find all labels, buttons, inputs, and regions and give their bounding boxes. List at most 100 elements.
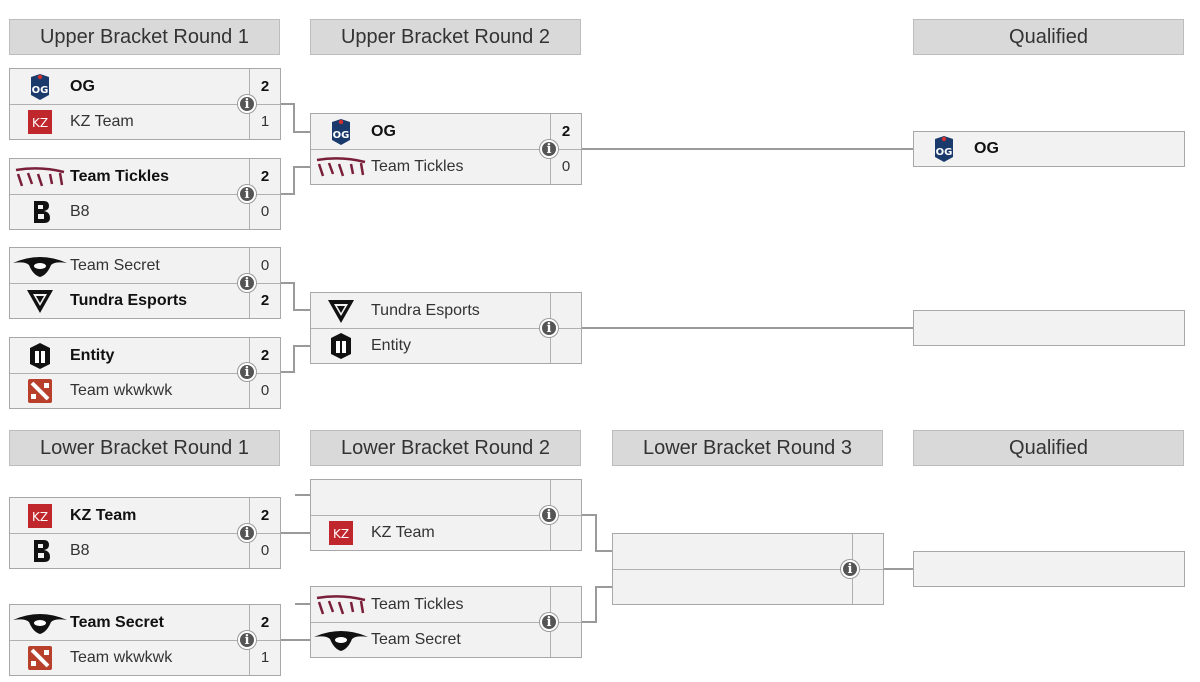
team-slot[interactable]: Team Tickles 0 bbox=[311, 149, 581, 184]
team-score bbox=[550, 480, 581, 515]
lb-r3-match-1[interactable] bbox=[612, 533, 884, 605]
svg-text:OG: OG bbox=[936, 147, 953, 158]
ub-qualified-slot-2[interactable] bbox=[913, 310, 1185, 346]
team-slot[interactable]: Team Tickles 2 bbox=[10, 159, 280, 195]
match-info-icon[interactable]: i bbox=[238, 185, 256, 203]
team-name: B8 bbox=[70, 202, 90, 220]
b8-logo-icon bbox=[10, 194, 70, 229]
svg-text:KZ: KZ bbox=[32, 510, 48, 524]
kz-logo-icon: KZ bbox=[10, 498, 70, 533]
ub-r1-match-1[interactable]: OG OG 2 KZ KZ Team 1 bbox=[9, 68, 281, 140]
team-slot[interactable] bbox=[613, 569, 883, 604]
team-slot[interactable]: Entity 2 bbox=[10, 338, 280, 374]
team-slot[interactable]: OG OG 2 bbox=[10, 69, 280, 105]
kz-logo-icon: KZ bbox=[10, 104, 70, 139]
dota-logo-icon bbox=[10, 640, 70, 675]
match-info-icon[interactable]: i bbox=[238, 524, 256, 542]
lb-r2-match-1[interactable]: KZ KZ Team bbox=[310, 479, 582, 551]
team-name: OG bbox=[371, 122, 396, 140]
header-lb-qualified: Qualified bbox=[913, 430, 1184, 466]
match-info-icon[interactable]: i bbox=[540, 506, 558, 524]
ub-qualified-slot-1[interactable]: OG OG bbox=[913, 131, 1185, 167]
tundra-logo-icon bbox=[10, 283, 70, 318]
match-info-icon[interactable]: i bbox=[238, 274, 256, 292]
svg-text:OG: OG bbox=[32, 85, 49, 96]
team-slot[interactable] bbox=[311, 480, 581, 516]
ub-r1-match-4[interactable]: Entity 2 Team wkwkwk 0 bbox=[9, 337, 281, 409]
team-name: Team Tickles bbox=[371, 595, 464, 613]
ub-r2-match-1[interactable]: OG OG 2 Team Tickles 0 bbox=[310, 113, 582, 185]
team-slot[interactable]: KZ KZ Team 2 bbox=[10, 498, 280, 534]
b8-logo-icon bbox=[10, 533, 70, 568]
tickles-logo-icon bbox=[10, 159, 70, 194]
team-slot[interactable]: Team Secret bbox=[311, 622, 581, 657]
team-slot[interactable]: Team Secret 0 bbox=[10, 248, 280, 284]
team-score: 0 bbox=[249, 533, 280, 568]
team-name: Tundra Esports bbox=[70, 291, 188, 309]
team-slot[interactable]: Entity bbox=[311, 328, 581, 363]
team-score: 1 bbox=[249, 104, 280, 139]
team-name: Tundra Esports bbox=[371, 301, 480, 319]
team-score: 0 bbox=[249, 373, 280, 408]
team-slot[interactable]: B8 0 bbox=[10, 533, 280, 568]
team-score bbox=[852, 569, 883, 604]
match-info-icon[interactable]: i bbox=[540, 319, 558, 337]
ub-r1-match-3[interactable]: Team Secret 0 Tundra Esports 2 bbox=[9, 247, 281, 319]
team-score: 2 bbox=[550, 114, 581, 149]
match-info-icon[interactable]: i bbox=[238, 95, 256, 113]
empty-logo bbox=[613, 534, 673, 569]
secret-logo-icon bbox=[10, 605, 70, 640]
match-info-icon[interactable]: i bbox=[238, 363, 256, 381]
team-name: Team Secret bbox=[70, 613, 164, 631]
team-slot[interactable] bbox=[613, 534, 883, 570]
team-slot[interactable]: Team Tickles bbox=[311, 587, 581, 623]
og-logo-icon: OG bbox=[914, 132, 974, 167]
team-score: 0 bbox=[249, 194, 280, 229]
team-name: Entity bbox=[371, 336, 412, 354]
team-name: OG bbox=[70, 77, 95, 95]
team-slot[interactable]: KZ KZ Team 1 bbox=[10, 104, 280, 139]
team-name: Team Tickles bbox=[70, 167, 170, 185]
dota-logo-icon bbox=[10, 373, 70, 408]
match-info-icon[interactable]: i bbox=[238, 631, 256, 649]
team-slot[interactable]: B8 0 bbox=[10, 194, 280, 229]
team-name: B8 bbox=[70, 541, 90, 559]
header-ub-qualified: Qualified bbox=[913, 19, 1184, 55]
lb-r1-match-2[interactable]: Team Secret 2 Team wkwkwk 1 bbox=[9, 604, 281, 676]
lb-r1-match-1[interactable]: KZ KZ Team 2 B8 0 bbox=[9, 497, 281, 569]
header-ub-round-1: Upper Bracket Round 1 bbox=[9, 19, 280, 55]
match-info-icon[interactable]: i bbox=[540, 140, 558, 158]
entity-logo-icon bbox=[10, 338, 70, 373]
secret-logo-icon bbox=[10, 248, 70, 283]
team-slot[interactable]: OG OG 2 bbox=[311, 114, 581, 150]
team-name: OG bbox=[974, 140, 999, 157]
team-score: 2 bbox=[249, 159, 280, 194]
header-ub-round-2: Upper Bracket Round 2 bbox=[310, 19, 581, 55]
team-score bbox=[550, 293, 581, 328]
og-logo-icon: OG bbox=[311, 114, 371, 149]
team-score bbox=[550, 328, 581, 363]
team-slot[interactable]: Team Secret 2 bbox=[10, 605, 280, 641]
team-slot[interactable]: Tundra Esports 2 bbox=[10, 283, 280, 318]
team-score: 2 bbox=[249, 69, 280, 104]
lb-qualified-slot-1[interactable] bbox=[913, 551, 1185, 587]
header-lb-round-1: Lower Bracket Round 1 bbox=[9, 430, 280, 466]
team-slot[interactable]: Tundra Esports bbox=[311, 293, 581, 329]
lb-r2-match-2[interactable]: Team Tickles Team Secret bbox=[310, 586, 582, 658]
team-slot[interactable]: KZ KZ Team bbox=[311, 515, 581, 550]
tundra-logo-icon bbox=[311, 293, 371, 328]
team-slot[interactable]: Team wkwkwk 1 bbox=[10, 640, 280, 675]
team-name: Team wkwkwk bbox=[70, 381, 173, 399]
team-score: 2 bbox=[249, 283, 280, 318]
team-score: 0 bbox=[249, 248, 280, 283]
team-name: KZ Team bbox=[371, 523, 435, 541]
ub-r2-match-2[interactable]: Tundra Esports Entity bbox=[310, 292, 582, 364]
team-name: Team wkwkwk bbox=[70, 648, 173, 666]
match-info-icon[interactable]: i bbox=[841, 560, 859, 578]
team-score: 1 bbox=[249, 640, 280, 675]
team-slot[interactable]: Team wkwkwk 0 bbox=[10, 373, 280, 408]
ub-r1-match-2[interactable]: Team Tickles 2 B8 0 bbox=[9, 158, 281, 230]
team-name: Team Secret bbox=[371, 630, 461, 648]
og-logo-icon: OG bbox=[10, 69, 70, 104]
match-info-icon[interactable]: i bbox=[540, 613, 558, 631]
